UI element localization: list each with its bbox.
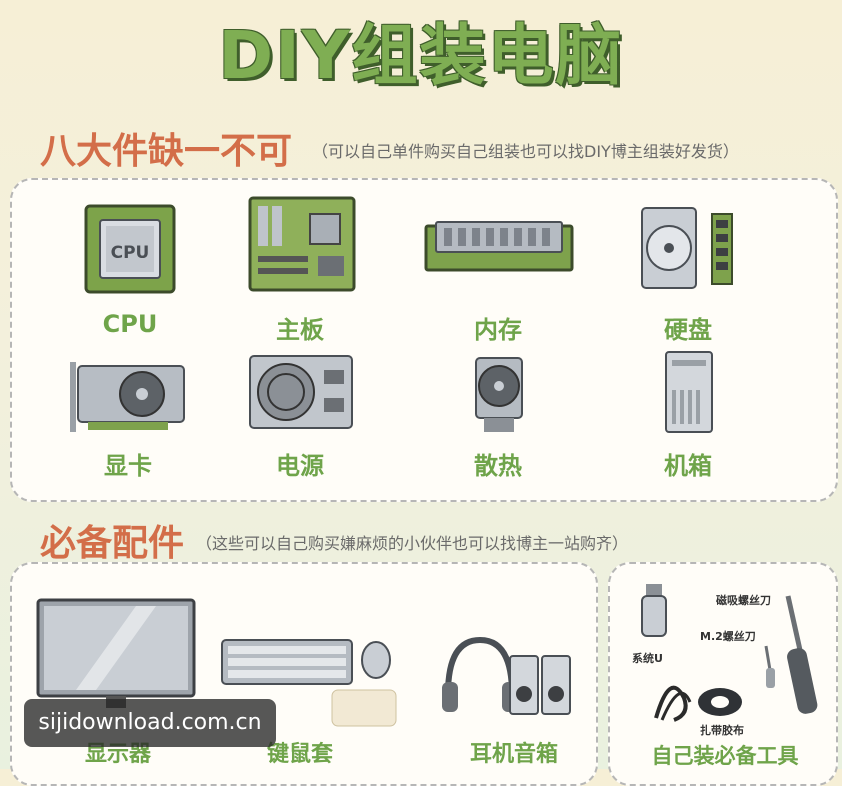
section1-note: （可以自己单件购买自己组装也可以找DIY博主组装好发货）: [312, 142, 739, 161]
cooler-icon: [470, 356, 528, 436]
keyboard-mouse-icon: [220, 638, 400, 728]
graphics-card-icon: [68, 360, 188, 436]
page-title: DIY组装电脑: [218, 17, 624, 94]
tools-label: 自己装必备工具: [651, 744, 799, 768]
part-label-power-supply: 电源: [276, 452, 324, 480]
headphones-speakers-icon: [440, 634, 574, 718]
accessory-label-keyboard-mouse: 键鼠套: [266, 742, 333, 767]
part-label-ram: 内存: [474, 316, 522, 344]
watermark: sijidownload.com.cn: [24, 699, 276, 747]
section2-note: （这些可以自己购买嫌麻烦的小伙伴也可以找博主一站购齐）: [196, 534, 629, 553]
tool-label-magnetic-screwdriver: 磁吸螺丝刀: [716, 594, 771, 607]
part-label-cpu: CPU: [102, 310, 158, 338]
cpu-icon: CPU: [84, 204, 176, 294]
m2-screwdriver-icon: [760, 644, 780, 690]
tool-label-ties-tape: 扎带胶布: [700, 724, 744, 737]
tool-label-m2-screwdriver: M.2螺丝刀: [700, 630, 756, 643]
accessory-label-headphones-speakers: 耳机音箱: [469, 742, 558, 767]
hard-drive-icon: [640, 206, 740, 290]
ram-icon: [424, 220, 574, 276]
part-label-cooler: 散热: [474, 452, 522, 480]
cable-ties-tape-icon: [650, 668, 746, 724]
monitor-icon: [36, 598, 196, 710]
case-icon: [664, 350, 714, 434]
part-label-motherboard: 主板: [276, 316, 324, 344]
power-supply-icon: [248, 354, 354, 430]
part-label-hard-drive: 硬盘: [664, 316, 712, 344]
screwdriver-icon: [778, 590, 824, 720]
motherboard-icon: [248, 196, 356, 292]
cpu-chip-label: CPU: [111, 243, 150, 263]
section1-heading: 八大件缺一不可: [40, 131, 293, 172]
part-label-case: 机箱: [664, 452, 712, 480]
usb-drive-icon: [636, 582, 676, 640]
part-label-graphics-card: 显卡: [104, 452, 152, 480]
section2-heading: 必备配件: [40, 523, 185, 564]
tool-label-system-usb: 系统U: [632, 652, 663, 665]
